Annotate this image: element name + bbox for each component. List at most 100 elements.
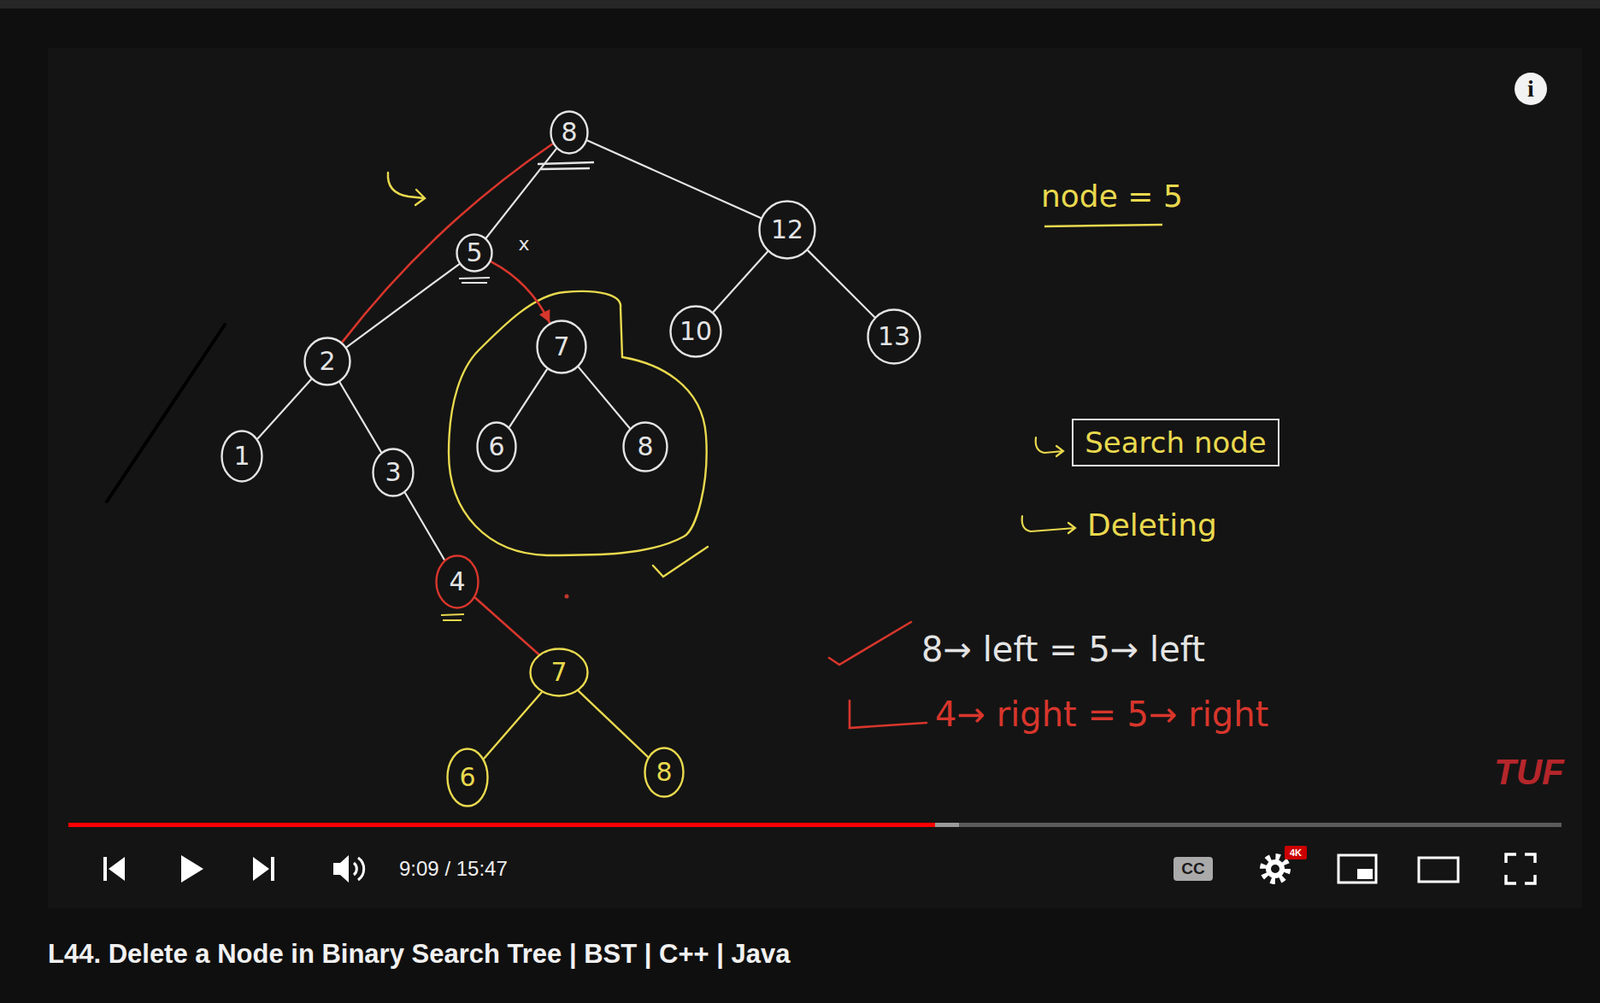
- node-circle: [305, 338, 351, 386]
- tree-edge: [483, 693, 542, 759]
- tree-node: 8: [643, 747, 685, 799]
- hook-arrow: [1035, 437, 1064, 457]
- tree-node: 2: [303, 336, 352, 387]
- node-circle: [530, 649, 589, 697]
- tree-edge: [578, 367, 630, 429]
- note: node = 5: [1041, 179, 1183, 214]
- video-area: [47, 47, 1583, 909]
- tree-node: 6: [446, 747, 489, 808]
- volume-icon: [353, 858, 365, 881]
- tree-edge: [475, 598, 539, 655]
- node-value: 1: [233, 443, 250, 470]
- node-value: 12: [770, 217, 804, 243]
- node-value: 8: [636, 434, 653, 460]
- check-mark: [849, 700, 927, 729]
- pointer-update: 8→ left = 5→ left: [921, 630, 1206, 669]
- node-circle: [436, 556, 479, 609]
- prev-icon: [108, 857, 125, 882]
- node-value: 4: [448, 569, 465, 595]
- underline: [1044, 224, 1163, 227]
- tree-edge: [713, 252, 768, 312]
- cc-text: CC: [1181, 860, 1205, 879]
- time-display: 9:09 / 15:47: [399, 858, 508, 881]
- cc-button: [1173, 857, 1213, 882]
- node-value: 7: [550, 659, 567, 686]
- tree-edge: [347, 264, 459, 348]
- tree-node: 7: [529, 647, 589, 698]
- node-value: 13: [877, 323, 911, 350]
- player-controls: [103, 846, 1536, 884]
- node-circle: [623, 423, 668, 472]
- play-icon: [181, 855, 204, 883]
- node-value: 3: [384, 459, 401, 486]
- node-circle: [670, 306, 722, 358]
- node-circle: [759, 201, 816, 259]
- tree-node: 6: [476, 421, 518, 473]
- theater-icon: [1418, 858, 1459, 883]
- tree-edge: [258, 379, 312, 439]
- node-value: 10: [679, 318, 712, 345]
- node-circle: [537, 321, 587, 374]
- node-value: 6: [488, 434, 505, 460]
- progress-track: [68, 823, 1562, 828]
- node-circle: [222, 431, 263, 483]
- tree-node: 8: [549, 110, 589, 155]
- settings-gear: [1263, 857, 1288, 882]
- node-circle: [868, 310, 921, 365]
- node-circle: [477, 423, 517, 472]
- tree-edge: [486, 148, 557, 238]
- watermark: TUF: [1494, 752, 1565, 793]
- node-circle: [551, 111, 589, 154]
- cross-mark: x: [517, 234, 530, 255]
- tree-edge: [491, 261, 550, 323]
- tree-node: 10: [669, 305, 723, 359]
- tree-node: 3: [371, 447, 415, 498]
- quality-badge-text: 4K: [1289, 847, 1302, 859]
- settings-gear: [1270, 864, 1280, 874]
- node-value: 8: [655, 759, 672, 786]
- node-value: 8: [560, 119, 577, 146]
- progress-played: [68, 823, 936, 828]
- tree-edge: [405, 493, 445, 560]
- node-circle: [447, 749, 489, 807]
- node-value: 7: [552, 334, 570, 360]
- tree-edge: [509, 369, 548, 427]
- tree-node: 12: [758, 200, 817, 260]
- tree-edge: [807, 250, 875, 318]
- settings-gear: [1265, 859, 1285, 879]
- underline: [441, 614, 465, 621]
- video-title: L44. Delete a Node in Binary Search Tree…: [47, 940, 791, 970]
- top-bar: [0, 0, 1600, 9]
- node-circle: [645, 748, 684, 798]
- next-icon: [252, 857, 270, 882]
- tree-node: 7: [535, 319, 588, 375]
- miniplayer-icon: [1357, 869, 1373, 880]
- quality-badge: [1284, 846, 1307, 860]
- tree-edge: [587, 141, 760, 218]
- tree-edge: [340, 382, 382, 453]
- subtree-outline: [448, 291, 707, 556]
- tree-edge: [578, 691, 648, 758]
- node-circle: [373, 449, 414, 497]
- prev-icon: [103, 857, 107, 882]
- node-circle: [457, 235, 493, 272]
- fullscreen-icon: [1505, 854, 1536, 884]
- tree-edge: [341, 143, 553, 342]
- search-node-box: Search node: [1071, 418, 1280, 467]
- next-icon: [270, 857, 275, 882]
- miniplayer-icon: [1338, 855, 1377, 883]
- pointer-update: 4→ right = 5→ right: [935, 695, 1269, 734]
- volume-icon: [333, 855, 349, 883]
- hook-arrow: [1022, 516, 1076, 534]
- node-value: 6: [458, 764, 476, 791]
- underline: [458, 277, 490, 283]
- node-value: 2: [318, 348, 336, 375]
- node-value: Search node: [1084, 428, 1266, 458]
- node-value: 5: [465, 240, 483, 266]
- dot: [564, 594, 570, 600]
- tree-node: 4: [435, 554, 480, 610]
- pen-stroke: [106, 324, 225, 502]
- info-icon: [1514, 72, 1548, 106]
